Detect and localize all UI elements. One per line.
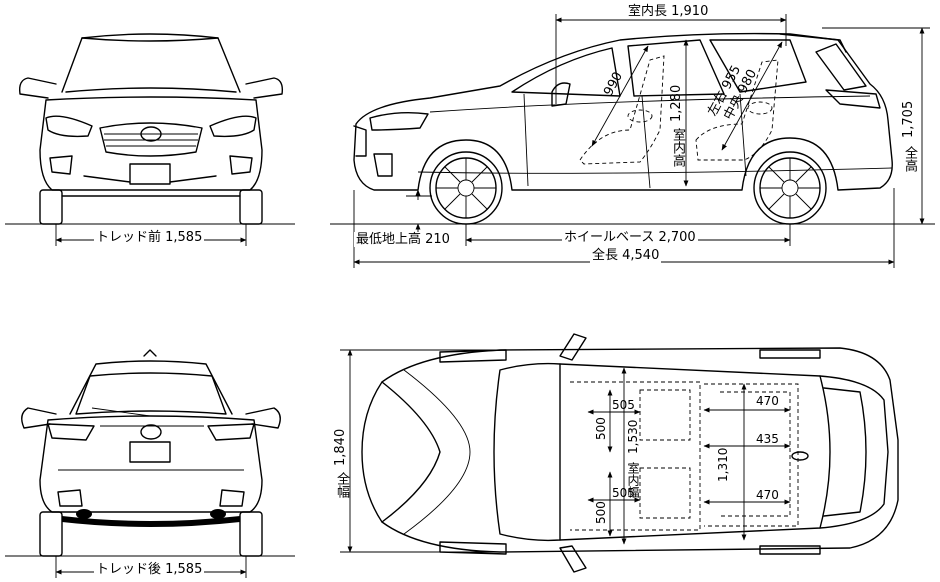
front-seat-depth-a: 500 [594,417,608,440]
rear-view [5,349,295,578]
rear-shoulder-label: 1,310 [716,447,730,482]
ground-clearance-label: 最低地上高 210 [354,232,452,247]
rear-seat-width-outer-a: 470 [756,394,779,408]
interior-height-label: 室内高 [670,128,685,167]
interior-height-value: 1,280 [669,84,684,122]
rear-seat-width-center: 435 [756,432,779,446]
overall-height-label: 全高 [902,146,917,172]
overall-length-label: 全長 4,540 [590,248,662,263]
overall-height-value: 1,705 [901,100,916,138]
interior-length-label: 室内長 1,910 [626,4,711,19]
front-seat-width-b: 505 [612,486,635,500]
interior-width-value: 1,530 [626,419,640,454]
wheelbase-label: ホイールベース 2,700 [562,230,698,245]
tread-front-label: トレッド前 1,585 [94,230,205,245]
overall-width-label: 全幅 [334,472,349,498]
rear-seat-width-outer-b: 470 [756,488,779,502]
front-seat-width-a: 505 [612,398,635,412]
front-wheel [429,151,503,225]
top-view [340,333,899,573]
rear-wheel [753,151,827,225]
overall-width-value: 1,840 [333,428,348,466]
interior-width-label: 室内幅 [626,462,640,498]
front-seat-depth-b: 500 [594,501,608,524]
front-view [5,33,295,246]
tread-rear-label: トレッド後 1,585 [94,562,205,577]
